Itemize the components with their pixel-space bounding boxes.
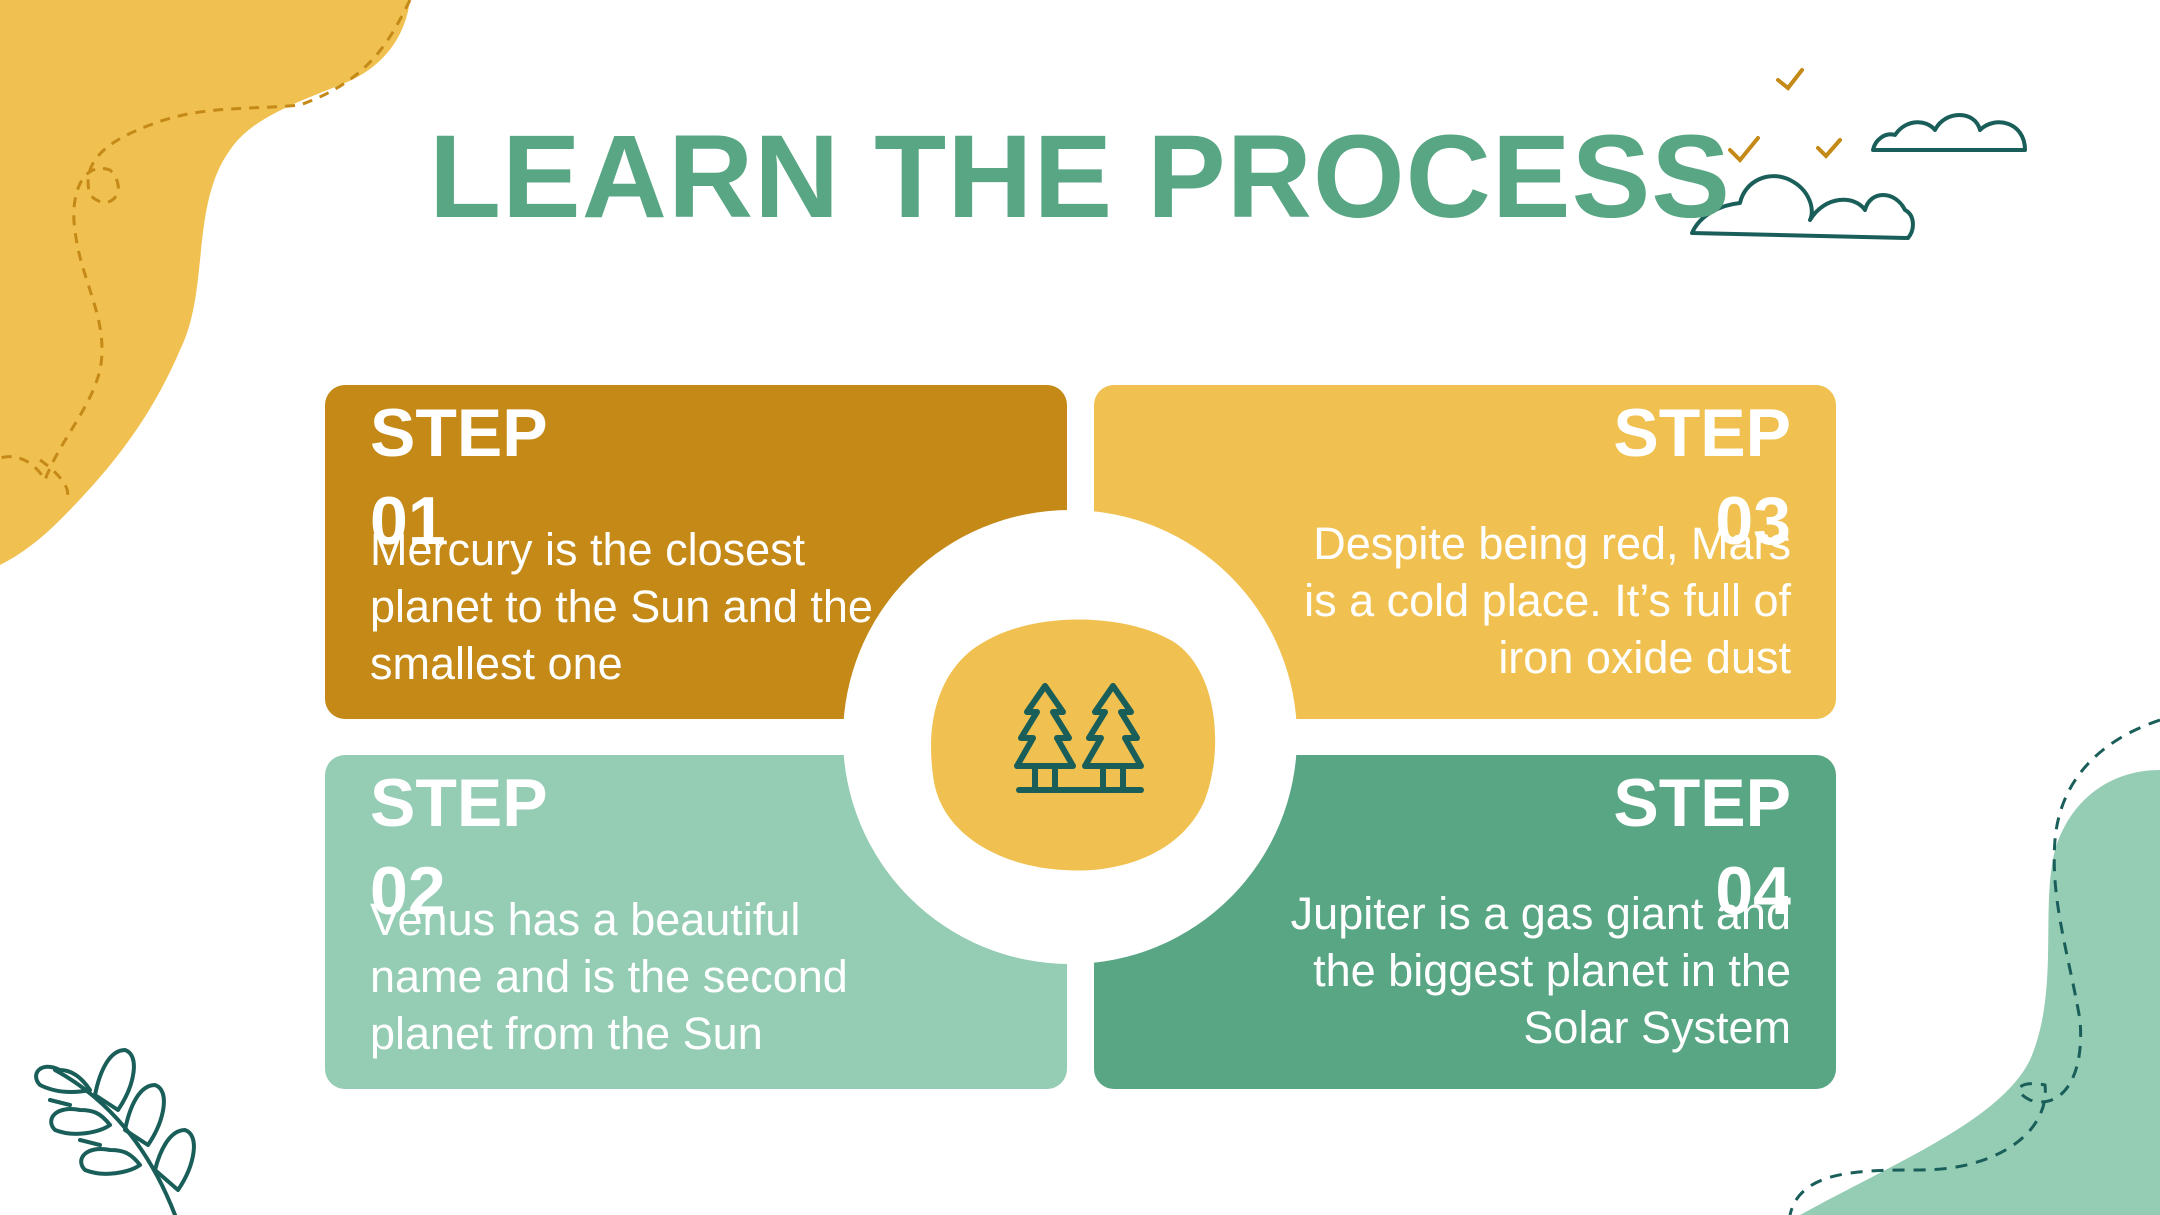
top-left-yellow-blob [0, 0, 410, 565]
leaves-icon [34, 1048, 196, 1215]
page-title: LEARN THE PROCESS [428, 111, 1732, 243]
step-description: Despite being red, Mars is a cold place.… [1304, 518, 1791, 683]
bottom-right-mint-blob [1800, 770, 2160, 1215]
bottom-right-dashed-line [1788, 718, 2160, 1215]
top-left-dashed-line [0, 0, 412, 502]
step-description: Mercury is the closest planet to the Sun… [370, 524, 873, 689]
clouds-icon [1690, 113, 2027, 240]
step-label: STEP 02 [370, 765, 547, 929]
step-description: Venus has a beautiful name and is the se… [370, 894, 848, 1059]
step-label: STEP 01 [370, 395, 547, 559]
birds-icon [1728, 68, 1842, 163]
pine-trees-icon [1014, 683, 1144, 793]
step-description: Jupiter is a gas giant and the biggest p… [1290, 888, 1791, 1053]
center-yellow-blob [931, 619, 1216, 871]
step-label: STEP 03 [1613, 395, 1791, 559]
step-label: STEP 04 [1613, 765, 1791, 929]
